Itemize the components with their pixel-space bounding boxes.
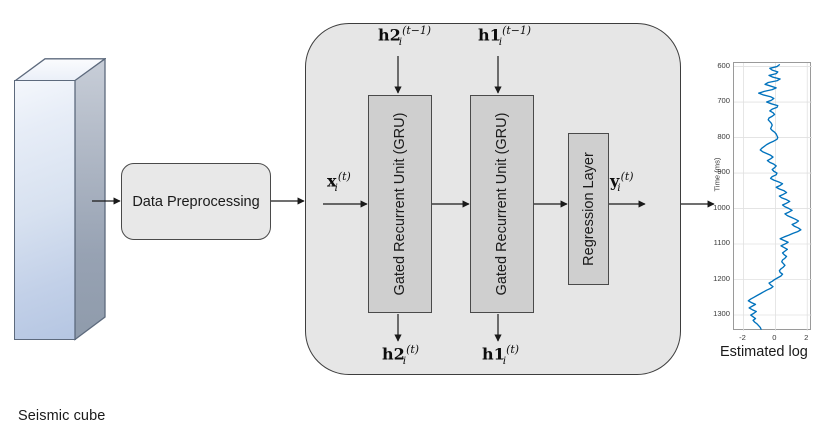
- plot-y-tick: 900: [717, 167, 730, 177]
- estimated-log-curve: [747, 64, 802, 330]
- regression-layer-block[interactable]: Regression Layer: [568, 133, 609, 285]
- plot-y-tick: 600: [717, 60, 730, 70]
- gru-block-1[interactable]: Gated Recurrent Unit (GRU): [368, 95, 432, 313]
- regression-layer-label: Regression Layer: [580, 152, 597, 266]
- label-h1-current: h1i(t): [482, 343, 519, 367]
- plot-x-tick: -2: [739, 333, 746, 342]
- plot-axes: [733, 62, 812, 331]
- plot-x-tick: 2: [804, 333, 809, 342]
- plot-y-tick: 800: [717, 131, 730, 141]
- estimated-log-caption: Estimated log: [720, 344, 808, 360]
- plot-y-tick: 1300: [713, 309, 730, 319]
- data-preprocessing-box[interactable]: Data Preprocessing: [121, 163, 271, 240]
- gru-block-2-label: Gated Recurrent Unit (GRU): [494, 112, 510, 296]
- seismic-cube-side-face: [74, 58, 106, 341]
- plot-gridlines: [734, 63, 812, 331]
- label-h1-previous: h1i(t−1): [478, 24, 532, 48]
- label-x-input: xi(t): [327, 170, 351, 194]
- plot-y-tick: 700: [717, 96, 730, 106]
- label-y-output: yi(t): [610, 170, 634, 194]
- plot-curve-area: [734, 63, 812, 331]
- data-preprocessing-label: Data Preprocessing: [132, 193, 260, 210]
- gru-block-1-label: Gated Recurrent Unit (GRU): [392, 112, 408, 296]
- plot-y-tick: 1200: [713, 273, 730, 283]
- seismic-cube-front-face: [14, 80, 76, 340]
- seismic-cube: Seismic cube: [14, 58, 106, 424]
- gru-block-2[interactable]: Gated Recurrent Unit (GRU): [470, 95, 534, 313]
- seismic-cube-caption: Seismic cube: [18, 408, 106, 424]
- label-h2-previous: h2i(t−1): [378, 24, 432, 48]
- label-h2-current: h2i(t): [382, 343, 419, 367]
- figure-canvas: Seismic cube Data Preprocessing Gated Re…: [14, 23, 825, 424]
- plot-y-tick: 1100: [713, 238, 730, 248]
- plot-y-tick: 1000: [713, 202, 730, 212]
- plot-x-tick: 0: [772, 333, 777, 342]
